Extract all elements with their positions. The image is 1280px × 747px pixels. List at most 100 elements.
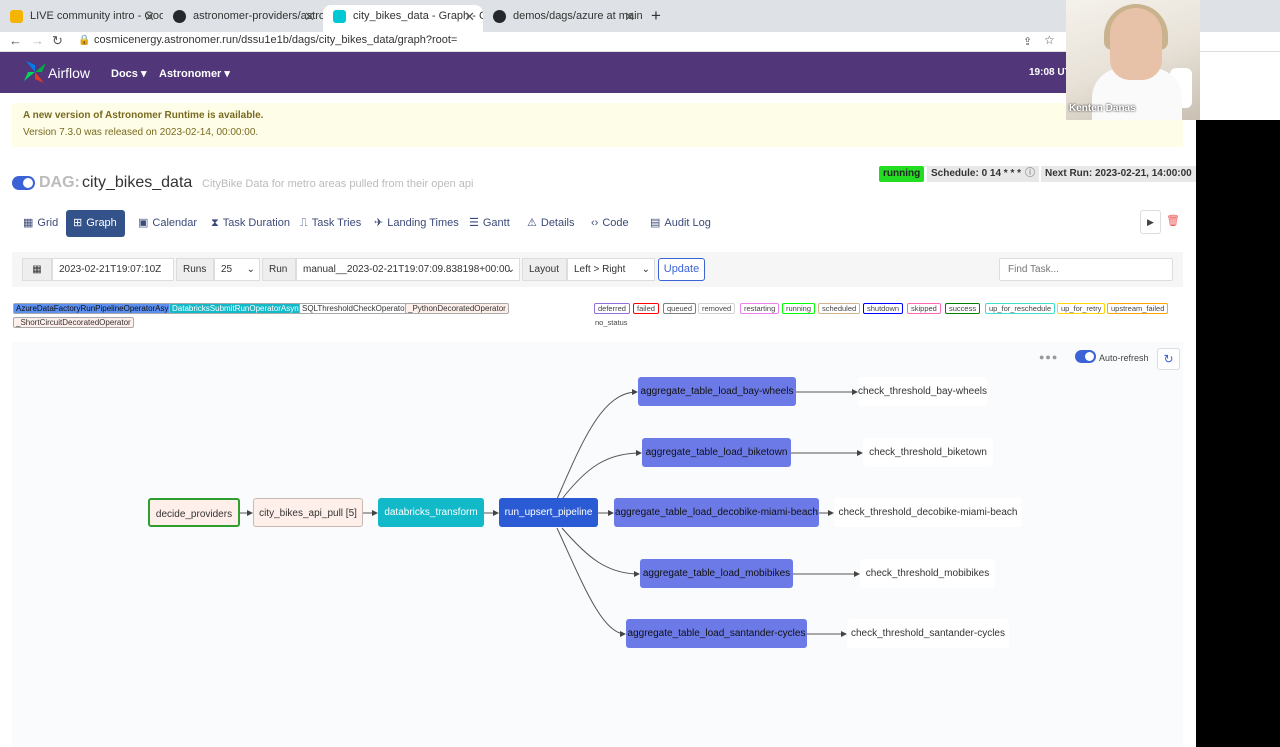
- legend-sqlthreshold-operator: SQLThresholdCheckOperator: [299, 303, 411, 314]
- run-select[interactable]: manual__2023-02-21T19:07:09.838198+00:00…: [296, 258, 520, 281]
- state-upstream-failed[interactable]: upstream_failed: [1107, 303, 1169, 314]
- legend-python-operator: _PythonDecoratedOperator: [405, 303, 509, 314]
- dag-edges: [240, 389, 863, 637]
- state-skipped[interactable]: skipped: [907, 303, 941, 314]
- reload-icon[interactable]: ↻: [52, 33, 63, 48]
- base-date-input[interactable]: 2023-02-21T19:07:10Z: [52, 258, 174, 281]
- node-check-mobibikes[interactable]: check_threshold_mobibikes: [860, 559, 995, 588]
- close-icon[interactable]: ✕: [144, 9, 155, 24]
- state-running[interactable]: running: [782, 303, 816, 314]
- node-run-upsert-pipeline[interactable]: run_upsert_pipeline: [499, 498, 598, 527]
- find-task-input[interactable]: [999, 258, 1173, 281]
- tab-label: Landing Times: [387, 217, 459, 229]
- tab-title: demos/dags/azure at main · ast: [513, 10, 643, 22]
- tab-details[interactable]: ⚠Details: [520, 210, 582, 237]
- chevron-down-icon: ⌄: [246, 264, 255, 275]
- browser-tab-3[interactable]: city_bikes_data - Graph - Cosmi ✕: [323, 5, 483, 32]
- url-text[interactable]: cosmicenergy.astronomer.run/dssu1e1b/dag…: [94, 34, 458, 46]
- airflow-navbar: Airflow Docs ▾ Astronomer ▾ 19:08 UTC: [0, 52, 1196, 93]
- tab-audit-log[interactable]: ▤Audit Log: [643, 210, 718, 237]
- tab-label: Calendar: [152, 217, 198, 229]
- code-icon: ‹›: [591, 217, 599, 229]
- tab-label: Task Duration: [222, 217, 290, 229]
- browser-tab-2[interactable]: astronomer-providers/astronom ✕: [163, 5, 323, 32]
- tab-grid[interactable]: ▦Grid: [16, 210, 65, 237]
- state-failed[interactable]: failed: [633, 303, 659, 314]
- delete-dag-button[interactable]: 🗑: [1163, 210, 1183, 234]
- dag-graph-canvas[interactable]: decide_providers city_bikes_api_pull [5]…: [12, 342, 1183, 747]
- state-removed[interactable]: removed: [698, 303, 736, 314]
- tab-landing-times[interactable]: ✈Landing Times: [367, 210, 466, 237]
- dag-pause-toggle[interactable]: [12, 176, 35, 190]
- edge: [556, 527, 626, 637]
- node-city-bikes-api-pull[interactable]: city_bikes_api_pull [5]: [253, 498, 363, 527]
- tab-gantt[interactable]: ☰Gantt: [462, 210, 517, 237]
- auto-refresh-toggle[interactable]: [1075, 350, 1096, 363]
- node-aggregate-mobibikes[interactable]: aggregate_table_load_mobibikes: [640, 559, 793, 588]
- state-deferred[interactable]: deferred: [594, 303, 630, 314]
- utc-clock[interactable]: 19:08 UTC: [1029, 67, 1078, 78]
- state-success[interactable]: success: [945, 303, 981, 314]
- tab-title: astronomer-providers/astronom: [193, 10, 323, 22]
- runs-select[interactable]: 25 ⌄: [214, 258, 260, 281]
- browser-tab-4[interactable]: demos/dags/azure at main · ast ✕: [483, 5, 643, 32]
- tab-task-tries[interactable]: ⎍Task Tries: [293, 210, 368, 237]
- node-check-biketown[interactable]: check_threshold_biketown: [863, 438, 993, 467]
- node-aggregate-decobike[interactable]: aggregate_table_load_decobike-miami-beac…: [614, 498, 819, 527]
- tab-graph[interactable]: ⊞Graph: [66, 210, 125, 237]
- astronomer-menu[interactable]: Astronomer ▾: [159, 68, 230, 80]
- schedule-text: Schedule: 0 14 * * *: [931, 168, 1022, 179]
- info-icon: ⓘ: [1025, 168, 1036, 179]
- node-aggregate-biketown[interactable]: aggregate_table_load_biketown: [642, 438, 791, 467]
- new-tab-button[interactable]: +: [651, 6, 661, 25]
- state-up-for-reschedule[interactable]: up_for_reschedule: [985, 303, 1056, 314]
- browser-tab-1[interactable]: LIVE community intro - Google ✕: [0, 5, 163, 32]
- github-icon: [493, 10, 506, 23]
- update-button[interactable]: Update: [658, 258, 705, 281]
- state-no-status[interactable]: no_status: [595, 318, 628, 327]
- runs-value: 25: [221, 264, 233, 275]
- address-bar: ← → ↻ 🔒 cosmicenergy.astronomer.run/dssu…: [0, 32, 1280, 52]
- node-aggregate-santander[interactable]: aggregate_table_load_santander-cycles: [626, 619, 807, 648]
- node-check-santander[interactable]: check_threshold_santander-cycles: [847, 619, 1009, 648]
- node-check-decobike[interactable]: check_threshold_decobike-miami-beach: [834, 498, 1022, 527]
- back-icon[interactable]: ←: [9, 33, 22, 48]
- close-icon[interactable]: ✕: [464, 9, 475, 24]
- node-databricks-transform[interactable]: databricks_transform: [378, 498, 484, 527]
- node-aggregate-bay-wheels[interactable]: aggregate_table_load_bay-wheels: [638, 377, 796, 406]
- tab-task-duration[interactable]: ⧗Task Duration: [204, 210, 297, 237]
- calendar-picker-button[interactable]: ▦: [22, 258, 52, 281]
- log-icon: ▤: [650, 217, 661, 229]
- state-up-for-retry[interactable]: up_for_retry: [1057, 303, 1106, 314]
- trigger-dag-button[interactable]: ▶: [1140, 210, 1161, 234]
- state-restarting[interactable]: restarting: [740, 303, 780, 314]
- forward-icon[interactable]: →: [31, 33, 44, 48]
- node-decide-providers[interactable]: decide_providers: [148, 498, 240, 527]
- close-icon[interactable]: ✕: [624, 9, 635, 24]
- share-icon[interactable]: ⇪: [1023, 36, 1033, 48]
- state-shutdown[interactable]: shutdown: [863, 303, 904, 314]
- state-queued[interactable]: queued: [663, 303, 697, 314]
- state-scheduled[interactable]: scheduled: [818, 303, 861, 314]
- bookmark-star-icon[interactable]: ☆: [1044, 33, 1055, 47]
- chevron-down-icon: ⌄: [641, 264, 650, 275]
- run-label: Run: [262, 258, 296, 281]
- airflow-logo-icon[interactable]: [22, 59, 48, 85]
- lock-icon[interactable]: 🔒: [78, 35, 91, 46]
- presenter-face-shape: [1110, 8, 1162, 80]
- brand-name[interactable]: Airflow: [48, 65, 91, 81]
- tab-title: city_bikes_data - Graph - Cosmi: [353, 10, 483, 22]
- docs-menu[interactable]: Docs ▾: [111, 68, 147, 80]
- node-check-bay-wheels[interactable]: check_threshold_bay-wheels: [858, 377, 987, 406]
- tab-calendar[interactable]: ▣Calendar: [131, 210, 204, 237]
- chevron-down-icon: ⌄: [506, 264, 515, 275]
- slides-icon: [10, 10, 23, 23]
- layout-select[interactable]: Left > Right⌄: [567, 258, 655, 281]
- presenter-name: Kenten Danas: [1069, 103, 1136, 114]
- legend-shortcircuit-operator: _ShortCircuitDecoratedOperator: [13, 317, 134, 328]
- close-icon[interactable]: ✕: [304, 9, 315, 24]
- tab-code[interactable]: ‹›Code: [584, 210, 636, 237]
- run-value: manual__2023-02-21T19:07:09.838198+00:00: [303, 264, 511, 275]
- refresh-button[interactable]: ↻: [1157, 348, 1180, 370]
- legend-azure-operator: AzureDataFactoryRunPipelineOperatorAsync: [13, 303, 180, 314]
